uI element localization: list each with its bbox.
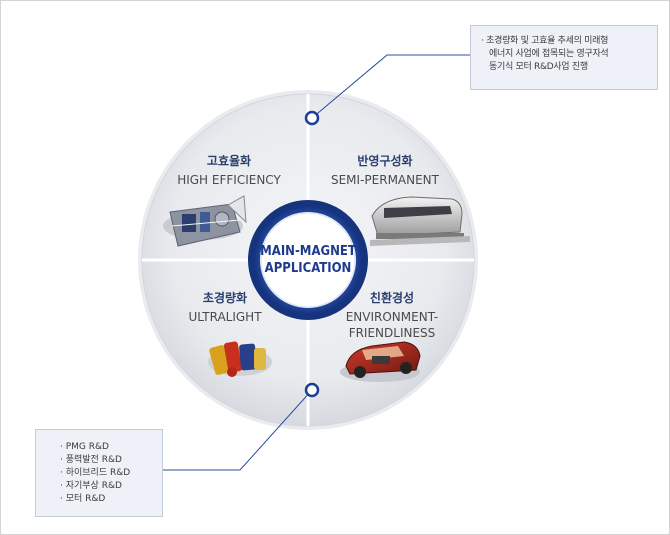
bottom-left-title-kr: 초경량화	[203, 290, 247, 305]
maglev-train-illustration	[370, 196, 470, 246]
hybrid-car-illustration	[340, 341, 421, 382]
callout-bottom-item: · 하이브리드 R&D	[60, 468, 131, 478]
bottom-right-title-kr: 친환경성	[370, 290, 414, 305]
center-label-line2: APPLICATION	[265, 261, 352, 276]
motor-magnet-illustration	[208, 341, 272, 377]
center-label-line1: MAIN-MAGNET	[260, 244, 356, 259]
bottom-left-title-en: ULTRALIGHT	[188, 310, 262, 324]
bottom-right-title-en-1: ENVIRONMENT-	[346, 310, 439, 324]
callout-top-line: 동기식 모터 R&D사업 진행	[489, 62, 588, 72]
connector-dot-top	[304, 110, 320, 126]
callout-bottom-item: · 풍력발전 R&D	[60, 455, 122, 465]
top-left-title-kr: 고효율화	[207, 153, 251, 168]
connector-bottom	[161, 389, 313, 471]
center-ring-inner	[260, 212, 356, 308]
bottom-right-title-en-2: FRIENDLINESS	[349, 326, 436, 340]
callout-bottom-item: · 자기부상 R&D	[60, 481, 122, 491]
callout-top-line: · 초경량화 및 고효율 추세의 미래형	[481, 36, 609, 46]
callout-bottom-item: · 모터 R&D	[60, 494, 106, 504]
top-right-title-en: SEMI-PERMANENT	[331, 173, 440, 187]
connector-top	[311, 54, 470, 119]
callout-box-bottom: · PMG R&D · 풍력발전 R&D · 하이브리드 R&D · 자기부상 …	[35, 429, 163, 517]
top-left-title-en: HIGH EFFICIENCY	[177, 173, 281, 187]
callout-bottom-item: · PMG R&D	[60, 442, 109, 452]
callout-top-line: 에너지 사업에 접목되는 영구자석	[489, 49, 609, 59]
wind-turbine-illustration	[163, 195, 247, 247]
connector-dot-bottom	[304, 382, 320, 398]
callout-box-top: · 초경량화 및 고효율 추세의 미래형 에너지 사업에 접목되는 영구자석 동…	[470, 25, 658, 90]
top-right-title-kr: 반영구성화	[357, 153, 412, 168]
